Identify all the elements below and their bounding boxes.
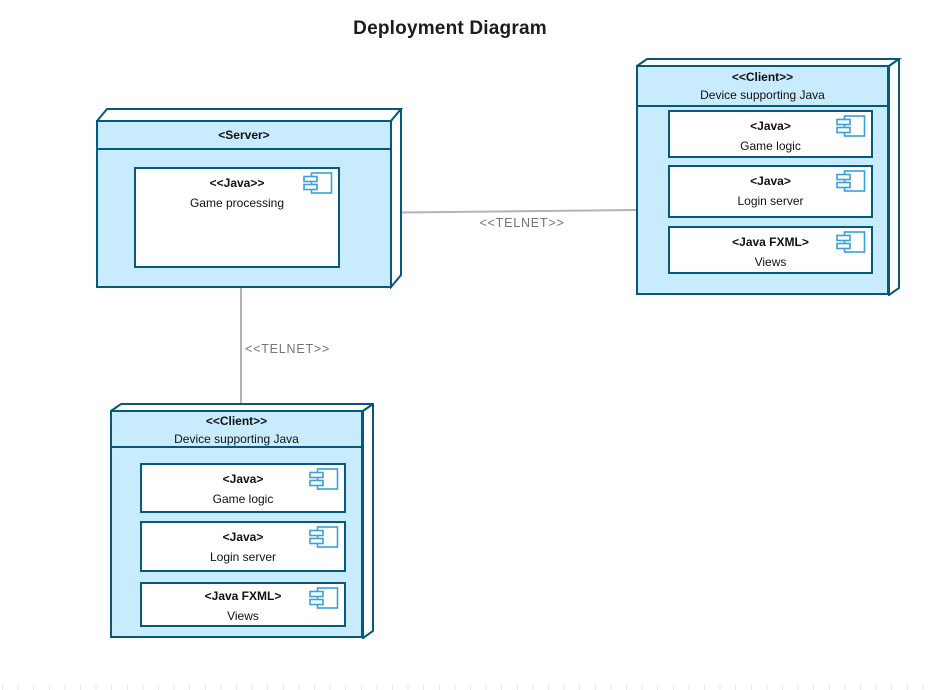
- component-text: <Java> Game logic: [142, 465, 344, 509]
- component-icon: [836, 115, 866, 137]
- component-text: <<Java>> Game processing: [136, 169, 338, 213]
- connector-label-telnet-horizontal: <<TELNET>>: [479, 216, 565, 230]
- component-name: Views: [754, 255, 787, 269]
- component-stereotype: <Java>: [750, 119, 791, 133]
- component-views-bottom[interactable]: <Java FXML> Views: [140, 582, 346, 627]
- component-game-logic-bottom[interactable]: <Java> Game logic: [140, 463, 346, 513]
- component-name: Game logic: [740, 139, 801, 153]
- component-game-processing[interactable]: <<Java>> Game processing: [134, 167, 340, 268]
- client-bottom-node-header: <<Client>> Device supporting Java: [110, 412, 363, 448]
- component-game-logic-right[interactable]: <Java> Game logic: [668, 110, 873, 158]
- component-name: Game processing: [189, 196, 285, 210]
- connector-server-client-right[interactable]: [399, 209, 638, 214]
- component-icon: [836, 170, 866, 192]
- bottom-grid-ticks: [0, 684, 933, 690]
- component-text: <Java> Login server: [670, 167, 871, 211]
- node-client-right[interactable]: <<Client>> Device supporting Java <Java>…: [636, 58, 903, 296]
- component-stereotype: <Java FXML>: [732, 235, 809, 249]
- component-login-server-bottom[interactable]: <Java> Login server: [140, 521, 346, 572]
- component-stereotype: <Java FXML>: [204, 589, 282, 603]
- component-name: Login server: [737, 194, 804, 208]
- server-stereotype-label: <Server>: [218, 128, 270, 142]
- component-icon: [309, 587, 339, 609]
- component-icon: [303, 172, 333, 194]
- component-name: Login server: [209, 550, 277, 564]
- component-icon: [309, 526, 339, 548]
- component-icon: [309, 468, 339, 490]
- node-client-bottom[interactable]: <<Client>> Device supporting Java <Java>…: [110, 403, 374, 639]
- component-text: <Java> Login server: [142, 523, 344, 567]
- component-name: Views: [227, 609, 259, 623]
- component-stereotype: <Java>: [750, 174, 791, 188]
- client-bottom-name-label: Device supporting Java: [174, 432, 299, 446]
- client-right-name-label: Device supporting Java: [700, 88, 825, 102]
- page-title: Deployment Diagram: [353, 18, 547, 39]
- server-node-header: <Server>: [96, 121, 392, 149]
- component-stereotype: <Java>: [222, 530, 264, 544]
- component-text: <Java FXML> Views: [142, 584, 344, 626]
- client-bottom-stereotype-label: <<Client>>: [205, 414, 268, 428]
- component-stereotype: <Java>: [222, 472, 264, 486]
- client-right-node-header: <<Client>> Device supporting Java: [636, 68, 889, 104]
- component-stereotype: <<Java>>: [209, 176, 265, 190]
- component-name: Game logic: [212, 492, 274, 506]
- component-icon: [836, 231, 866, 253]
- node-server[interactable]: <Server> <<Java>> Game processing: [96, 108, 403, 289]
- component-text: <Java FXML> Views: [670, 228, 871, 272]
- component-views-right[interactable]: <Java FXML> Views: [668, 226, 873, 274]
- component-text: <Java> Game logic: [670, 112, 871, 156]
- client-right-stereotype-label: <<Client>>: [731, 70, 794, 84]
- component-login-server-right[interactable]: <Java> Login server: [668, 165, 873, 218]
- connector-label-telnet-vertical: <<TELNET>>: [245, 342, 331, 356]
